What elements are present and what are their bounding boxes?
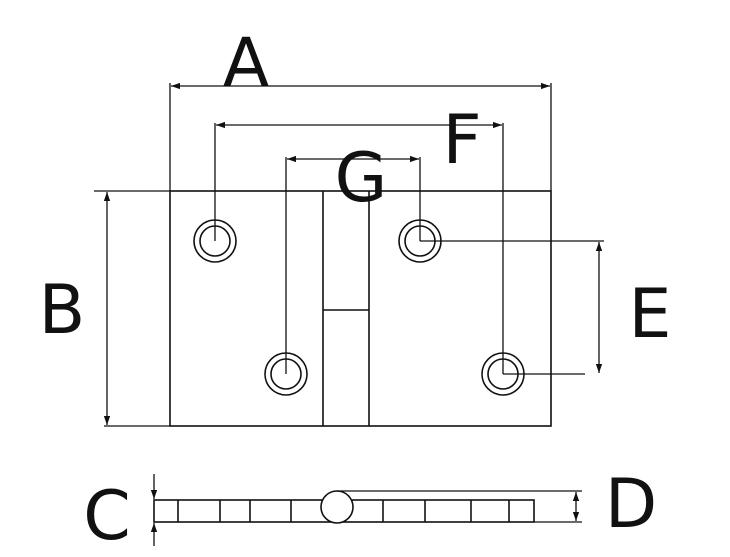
dimension-a-label: A	[223, 24, 270, 103]
dimension-e-label: E	[629, 275, 672, 354]
dimension-d: D	[572, 465, 657, 544]
hinge-plate-outline	[169, 190, 552, 427]
dimension-f-label: F	[442, 101, 481, 180]
dimension-a: A	[169, 24, 552, 191]
dimension-c: C	[83, 474, 158, 556]
dimension-b: B	[39, 190, 170, 427]
dimension-g-label: G	[335, 139, 388, 218]
dimension-e: E	[420, 240, 672, 375]
dimension-g: G	[285, 139, 421, 374]
hinge-front-view	[169, 190, 552, 427]
side-view-knuckle	[320, 490, 354, 524]
dimension-d-label: D	[605, 465, 657, 544]
dimension-f: F	[214, 101, 504, 374]
hinge-side-view	[153, 490, 582, 524]
dimension-b-label: B	[39, 271, 86, 350]
dimension-c-label: C	[83, 477, 130, 556]
